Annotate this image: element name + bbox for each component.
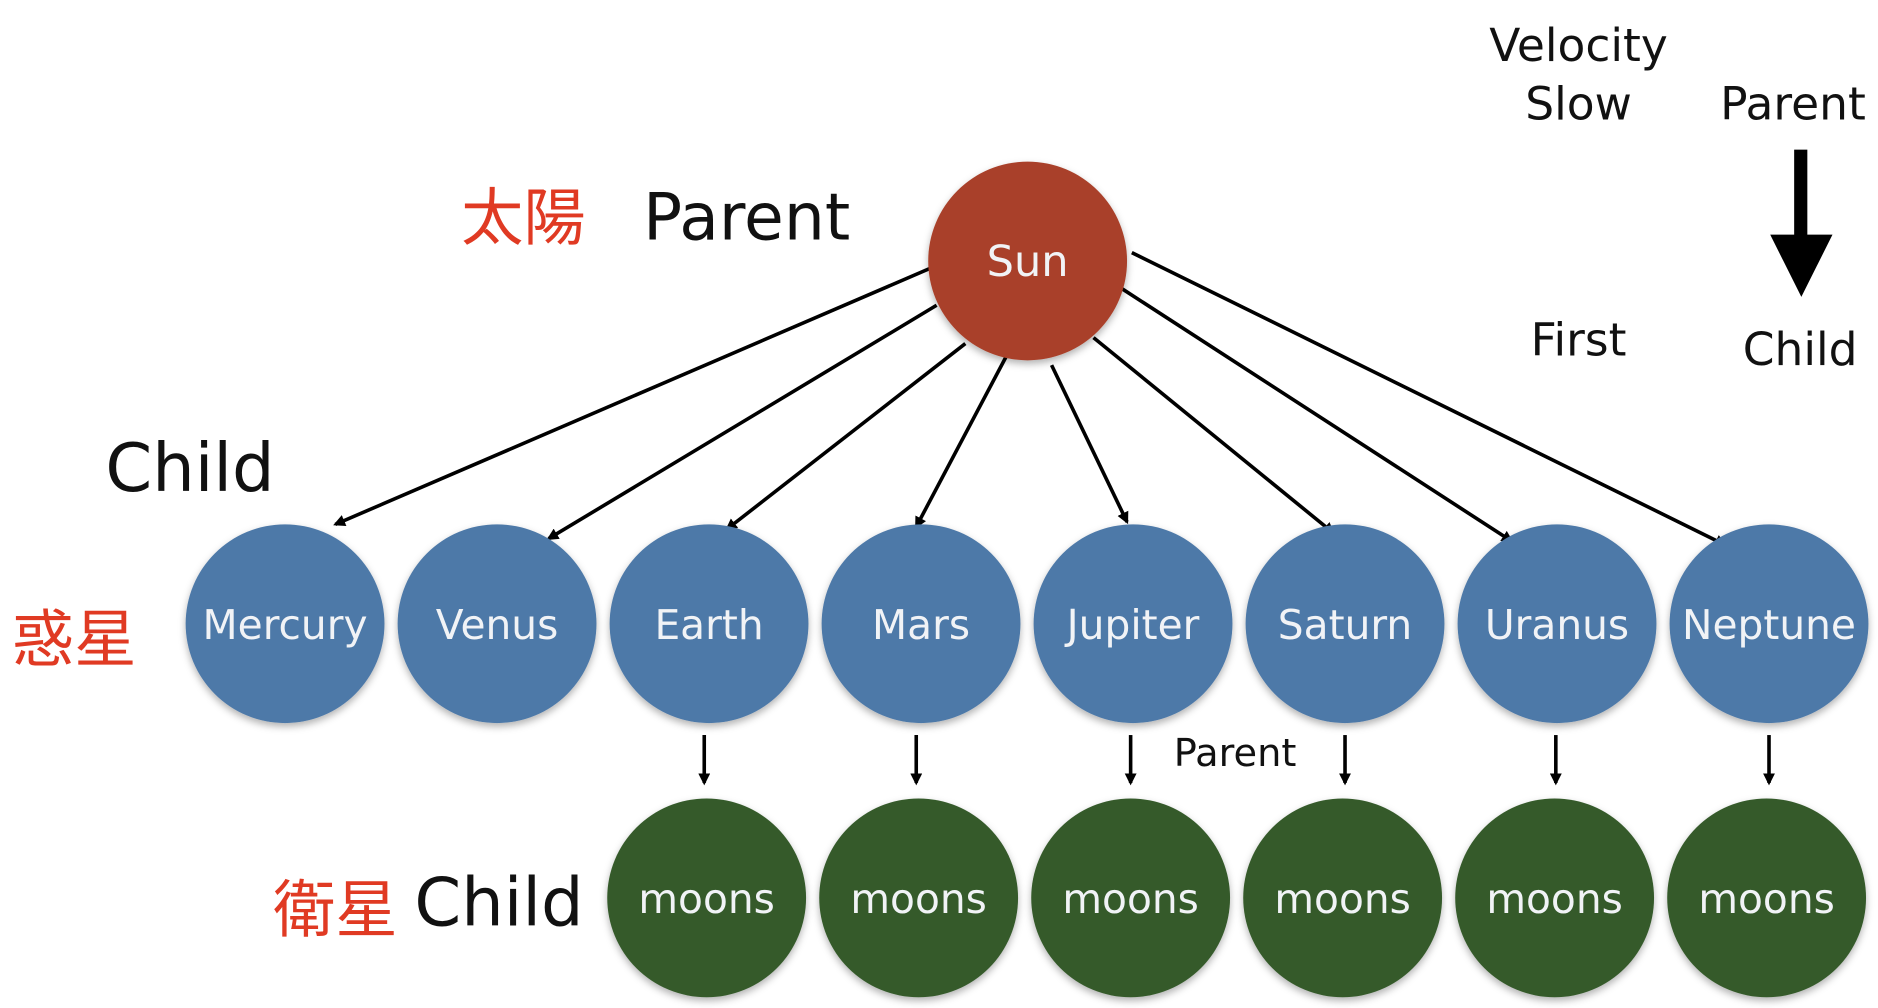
moon-label: moons bbox=[1062, 875, 1199, 923]
sun-circle bbox=[928, 161, 1128, 361]
sun-japanese-label: 太陽 bbox=[461, 181, 586, 254]
sun-planet-arrow bbox=[1131, 250, 1727, 547]
planet-node: Jupiter bbox=[1033, 524, 1233, 724]
down-arrow-icon bbox=[1770, 149, 1833, 297]
moon-circle bbox=[607, 798, 807, 998]
moon-parent-label: Parent bbox=[1174, 731, 1297, 776]
planet-label: Jupiter bbox=[1064, 601, 1200, 649]
sun-planet-arrow bbox=[1092, 336, 1335, 535]
moon-node: moons bbox=[1031, 798, 1231, 998]
sun-to-planet-arrows bbox=[333, 250, 1727, 547]
planet-node: Saturn bbox=[1245, 524, 1445, 724]
planet-circle bbox=[821, 524, 1021, 724]
sun-label: Sun bbox=[987, 237, 1069, 287]
moon-node: moons bbox=[1667, 798, 1867, 998]
planet-node: Earth bbox=[609, 524, 809, 724]
planet-circle bbox=[609, 524, 809, 724]
planet-circle bbox=[1669, 524, 1869, 724]
moon-label: moons bbox=[850, 875, 987, 923]
planet-japanese-label: 惑星 bbox=[12, 603, 137, 676]
moon-label: moons bbox=[638, 875, 775, 923]
planet-to-moon-arrows bbox=[698, 735, 1775, 786]
planet-label: Uranus bbox=[1485, 601, 1629, 649]
legend-first: First bbox=[1531, 314, 1627, 367]
moon-circle bbox=[1031, 798, 1231, 998]
moon-role-label: Child bbox=[414, 863, 583, 941]
legend: Velocity Slow First Parent Child bbox=[1489, 19, 1866, 376]
sun-planet-arrow bbox=[333, 266, 932, 527]
planet-circle bbox=[1457, 524, 1657, 724]
moon-japanese-label: 衛星 bbox=[273, 873, 398, 946]
planet-label: Saturn bbox=[1278, 601, 1412, 649]
legend-slow: Slow bbox=[1525, 78, 1632, 131]
moon-node: moons bbox=[819, 798, 1019, 998]
moon-circle bbox=[1455, 798, 1655, 998]
planet-node: Mercury bbox=[185, 524, 385, 724]
moon-node: moons bbox=[607, 798, 807, 998]
planet-node: Uranus bbox=[1457, 524, 1657, 724]
moon-circle bbox=[1667, 798, 1867, 998]
moon-label: moons bbox=[1698, 875, 1835, 923]
planet-label: Neptune bbox=[1682, 601, 1856, 649]
moon-circle bbox=[1243, 798, 1443, 998]
planet-node: Neptune bbox=[1669, 524, 1869, 724]
planet-node: Venus bbox=[397, 524, 597, 724]
sun-planet-arrow bbox=[725, 342, 967, 531]
planet-row: Mercury Venus Earth Mars Jupiter Saturn Uranus… bbox=[185, 524, 1869, 724]
sun-planet-arrow bbox=[1118, 285, 1514, 543]
planet-circle bbox=[397, 524, 597, 724]
planet-role-label: Child bbox=[105, 429, 274, 507]
sun-planet-arrow bbox=[1049, 364, 1129, 525]
sun-planet-arrow bbox=[546, 303, 938, 541]
planet-circle bbox=[185, 524, 385, 724]
sun-planet-arrow bbox=[914, 355, 1008, 529]
planet-circle bbox=[1033, 524, 1233, 724]
planet-label: Mercury bbox=[203, 601, 368, 649]
moon-node: moons bbox=[1243, 798, 1443, 998]
sun-role-label: Parent bbox=[643, 180, 850, 255]
planet-circle bbox=[1245, 524, 1445, 724]
planet-label: Earth bbox=[654, 601, 763, 649]
moon-node: moons bbox=[1455, 798, 1655, 998]
planet-node: Mars bbox=[821, 524, 1021, 724]
planet-label: Mars bbox=[872, 601, 970, 649]
legend-velocity: Velocity bbox=[1489, 19, 1668, 72]
legend-parent: Parent bbox=[1720, 78, 1866, 131]
planet-label: Venus bbox=[436, 601, 559, 649]
moon-row: moons moons moons moons moons moons bbox=[607, 798, 1867, 998]
legend-child: Child bbox=[1743, 323, 1858, 376]
sun-node: Sun bbox=[928, 161, 1128, 361]
moon-label: moons bbox=[1274, 875, 1411, 923]
moon-circle bbox=[819, 798, 1019, 998]
moon-label: moons bbox=[1486, 875, 1623, 923]
